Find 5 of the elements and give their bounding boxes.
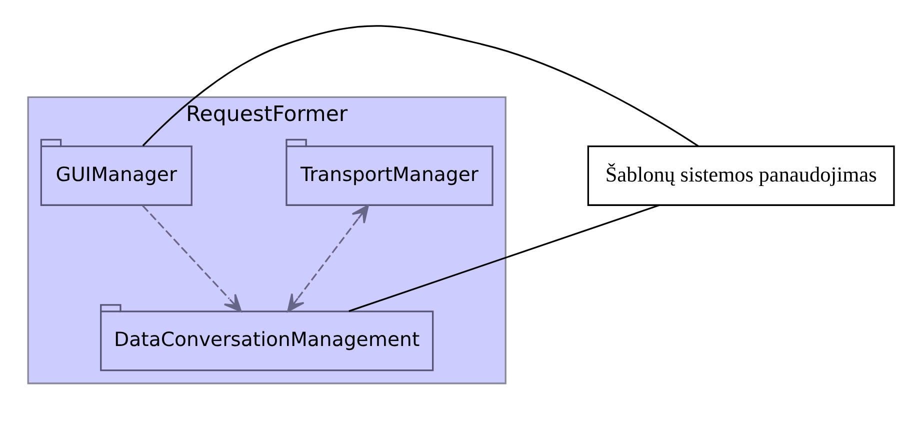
- arrow: [287, 204, 369, 312]
- arrow: [142, 204, 242, 312]
- node-box: Šablonų sistemos panaudojimas: [587, 144, 895, 206]
- connector: [348, 204, 660, 312]
- connector: [142, 24, 699, 146]
